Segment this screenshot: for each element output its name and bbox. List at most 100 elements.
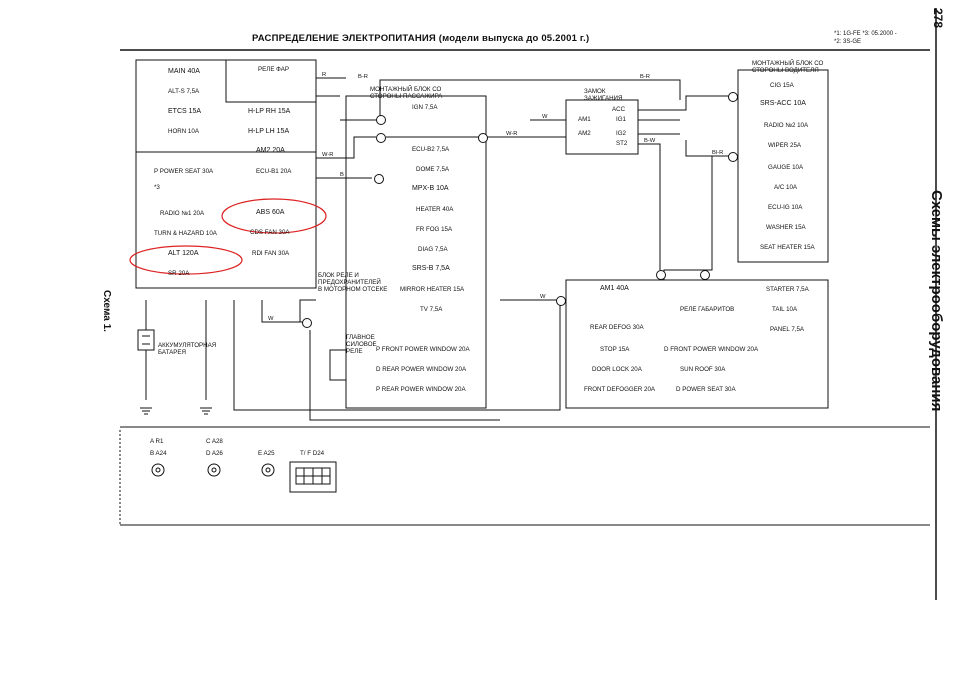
legend-key-e: E — [258, 450, 263, 457]
fuse-main: MAIN 40A — [168, 68, 200, 75]
wire-w-3: W — [540, 294, 546, 300]
fuse-rdi-fan: RDI FAN 30A — [252, 250, 290, 257]
legend-text-d: A26 — [211, 450, 223, 457]
connector-marker — [376, 133, 386, 143]
fuse-stop: STOP 15A — [600, 346, 630, 353]
legend-c: C A28 — [206, 438, 223, 445]
fuse-p-rear-power-window: P REAR POWER WINDOW 20A — [376, 386, 466, 393]
legend-d: D A26 — [206, 450, 223, 457]
terminal-am1: AM1 — [578, 116, 591, 123]
star-note: *3 — [154, 184, 160, 191]
page-number: 278 — [931, 8, 945, 29]
fuse-sun-roof: SUN ROOF 30A — [680, 366, 726, 373]
legend-text-c: A28 — [211, 438, 223, 445]
legend-key-b: B — [150, 450, 155, 457]
terminal-am2: AM2 — [578, 130, 591, 137]
connector-marker — [376, 115, 386, 125]
terminal-ig1: IG1 — [616, 116, 626, 123]
fuse-am1: AM1 40A — [600, 285, 629, 292]
legend-f: T/ F D24 — [300, 450, 324, 457]
connector-marker — [478, 133, 488, 143]
fuse-seat-heater: SEAT HEATER 15A — [760, 244, 815, 251]
fuse-hlp-lh: H-LP LH 15A — [248, 128, 290, 135]
wire-w: W — [542, 114, 548, 120]
section-title: Схемы электрооборудования — [928, 190, 945, 412]
fuse-d-power-seat: D POWER SEAT 30A — [676, 386, 736, 393]
connector-marker — [556, 296, 566, 306]
wire-bl-r: Bl-R — [712, 150, 724, 156]
fuse-ac: A/C 10A — [774, 184, 798, 191]
fuse-p-front-power-window: P FRONT POWER WINDOW 20A — [376, 346, 470, 353]
fuse-srs-b: SRS-B 7,5A — [412, 265, 450, 272]
wire-r: R — [322, 72, 327, 78]
fuse-am2: AM2 20A — [256, 147, 285, 154]
wire-w-r: W-R — [322, 152, 334, 158]
fuse-wiper: WIPER 25A — [768, 142, 802, 149]
fuse-cds-fan: CDS FAN 30A — [250, 229, 290, 236]
fuse-mpx-b: MPX-B 10A — [412, 185, 449, 192]
connector-marker — [728, 152, 738, 162]
wire-w-r-2: W-R — [506, 131, 518, 137]
fuse-d-rear-power-window: D REAR POWER WINDOW 20A — [376, 366, 467, 373]
note-line-1: *1: 1G-FE *3: 05.2000 - — [834, 31, 897, 37]
fuse-horn: HORN 10A — [168, 128, 199, 135]
fuse-cig: CIG 15A — [770, 82, 794, 89]
fuse-etcs: ETCS 15A — [168, 108, 202, 115]
legend-e: E A25 — [258, 450, 275, 457]
fuse-alt: ALT 120A — [168, 250, 199, 257]
fuse-sr: SR 20A — [168, 270, 190, 277]
fuse-hlp-rh: H-LP RH 15A — [248, 108, 291, 115]
connector-marker — [700, 270, 710, 280]
main-relay-label: ГЛАВНОЕ СИЛОВОЕ РЕЛЕ — [346, 334, 377, 355]
page-title: РАСПРЕДЕЛЕНИЕ ЭЛЕКТРОПИТАНИЯ (модели вып… — [252, 33, 590, 44]
fuse-tv: TV 7,5A — [420, 306, 443, 313]
passenger-block-title: МОНТАЖНЫЙ БЛОК СО СТОРОНЫ ПАССАЖИРА — [370, 86, 443, 100]
note-line-2: *2: 3S-GE — [834, 39, 862, 45]
legend-b: B A24 — [150, 450, 167, 457]
connector-marker — [374, 174, 384, 184]
ignition-switch-title: ЗАМОК ЗАЖИГАНИЯ — [584, 88, 623, 102]
connector-marker — [656, 270, 666, 280]
fuse-tail: TAIL 10A — [772, 306, 798, 313]
fuse-heater: HEATER 40A — [416, 206, 454, 213]
connector-marker — [728, 92, 738, 102]
legend-key-f: F — [307, 450, 312, 457]
fuse-gauge: GAUGE 10A — [768, 164, 804, 171]
wire-b: B — [340, 172, 344, 178]
fuse-srs-acc: SRS-ACC 10A — [760, 100, 806, 107]
fuse-ecu-b1: ECU-B1 20A — [256, 168, 292, 175]
fuse-ecu-ig: ECU-IG 10A — [768, 204, 803, 211]
fuse-fr-fog: FR FOG 15A — [416, 226, 453, 233]
legend-text-a: R1 — [155, 438, 164, 445]
terminal-acc: ACC — [612, 106, 626, 113]
legend-key-c: C — [206, 438, 211, 445]
fuse-diag: DIAG 7,5A — [418, 246, 448, 253]
fuse-panel: PANEL 7,5A — [770, 326, 805, 333]
fuse-radio-2: RADIO №2 10A — [764, 122, 809, 129]
fuse-ecu-b2: ECU-B2 7,5A — [412, 146, 450, 153]
engine-block-title: БЛОК РЕЛЕ И ПРЕДОХРАНИТЕЛЕЙ В МОТОРНОМ О… — [318, 272, 388, 293]
fuse-starter: STARTER 7,5A — [766, 286, 809, 293]
fuse-mirror-heater: MIRROR HEATER 15A — [400, 286, 465, 293]
connector-marker — [302, 318, 312, 328]
engine-notes: *1: 1G-FE *3: 05.2000 - *2: 3S-GE — [834, 30, 897, 46]
wire-b-w: B-W — [644, 138, 656, 144]
fuse-radio-1: RADIO №1 20A — [160, 210, 205, 217]
legend-prefix-t: T/ — [300, 450, 306, 457]
fuse-washer: WASHER 15A — [766, 224, 806, 231]
legend-a: A R1 — [150, 438, 163, 445]
fuse-ign: IGN 7,5A — [412, 104, 438, 111]
legend-key-d: D — [206, 450, 211, 457]
fuse-dome: DOME 7,5A — [416, 166, 450, 173]
wire-w-2: W — [268, 316, 274, 322]
legend-text-f: D24 — [312, 450, 325, 457]
legend-text-e: A25 — [263, 450, 275, 457]
fuse-abs: ABS 60A — [256, 209, 285, 216]
battery-label: АККУМУЛЯТОРНАЯ БАТАРЕЯ — [158, 342, 217, 356]
scheme-label: Схема 1. — [101, 290, 112, 332]
fuse-door-lock: DOOR LOCK 20A — [592, 366, 642, 373]
terminal-st2: ST2 — [616, 140, 628, 147]
fuse-alt-s: ALT-S 7,5A — [168, 88, 200, 95]
